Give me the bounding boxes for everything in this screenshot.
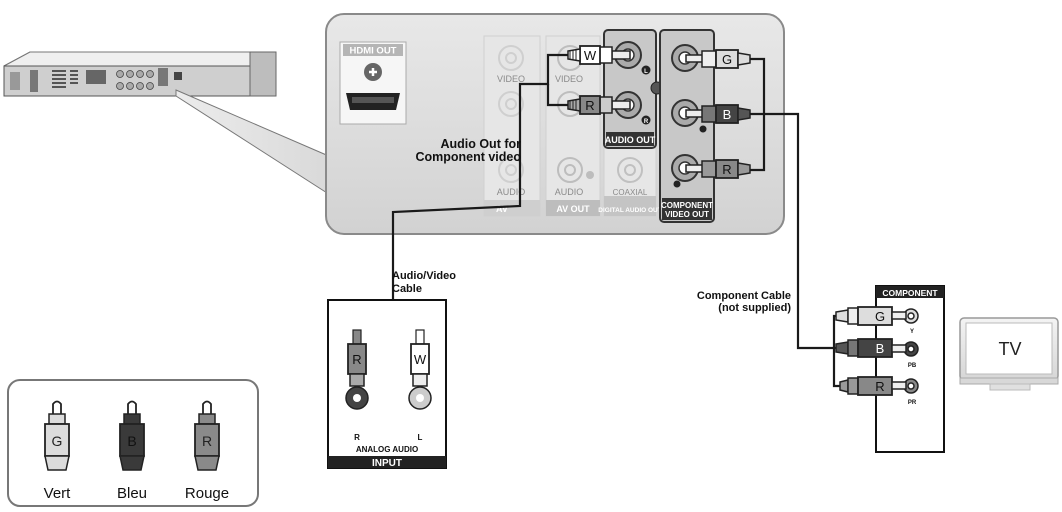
audio-out-plugs: W R: [567, 45, 631, 115]
label-av-cable-1: Audio/Video: [392, 270, 456, 282]
component-out-label-1: COMPONENT: [661, 201, 713, 210]
legend-item-bleu: B Bleu: [117, 400, 147, 502]
component-in-plugs: G B R: [835, 306, 907, 396]
component-out-plugs: G B R: [685, 49, 751, 179]
digital-audio-out-label: DIGITAL AUDIO OUT: [598, 207, 661, 214]
plug-label-r: R: [585, 98, 594, 113]
input-panel: INPUT ANALOG AUDIO R L R W: [327, 299, 447, 469]
jack-pb-label: PB: [908, 363, 917, 369]
jack-y-label: Y: [910, 329, 914, 335]
label-component-cable-2: (not supplied): [718, 302, 791, 314]
av-out-label: AV OUT: [556, 204, 590, 214]
jack-label-video: VIDEO: [497, 74, 525, 84]
input-r-label: R: [354, 433, 360, 442]
tv-plug-r: R: [875, 379, 884, 394]
plug-label-r-2: R: [722, 162, 731, 177]
av-out-label-faded: AV: [496, 204, 508, 214]
input-plug-r: R: [352, 352, 361, 367]
label-av-cable-2: Cable: [392, 283, 422, 295]
component-panel-title: COMPONENT: [882, 288, 938, 298]
tv-plug-b: B: [876, 341, 885, 356]
plug-label-w: W: [584, 48, 597, 63]
legend-item-rouge: R Rouge: [185, 400, 229, 502]
legend-items: G Vert B Bleu R Rouge: [44, 400, 229, 502]
input-plug-w: W: [414, 352, 427, 367]
tv-plug-g: G: [875, 309, 885, 324]
rear-panel: HDMI OUT VIDEO AUDIO AV VIDEO AUDIO AV O…: [325, 13, 785, 235]
jack-label-audio: AUDIO: [497, 187, 526, 197]
legend-item-vert: G Vert: [44, 400, 72, 502]
legend-letter: R: [202, 433, 212, 449]
component-video-out-group: COMPONENT VIDEO OUT: [659, 29, 715, 223]
label-component-video: Component video: [415, 150, 521, 164]
analog-audio-label: ANALOG AUDIO: [356, 445, 418, 454]
legend-name: Bleu: [117, 485, 147, 502]
plug-label-g: G: [722, 52, 732, 67]
label-audio-out-for: Audio Out for: [440, 137, 521, 151]
coaxial-label: COAXIAL: [613, 188, 648, 197]
legend-name: Rouge: [185, 485, 229, 502]
hdmi-out-label: HDMI OUT: [350, 46, 397, 57]
legend-name: Vert: [44, 485, 72, 502]
jack-label-video-2: VIDEO: [555, 74, 583, 84]
audio-out-label: AUDIO OUT: [605, 135, 656, 145]
legend-letter: G: [52, 433, 63, 449]
tv-label: TV: [998, 339, 1021, 359]
legend-letter: B: [127, 433, 136, 449]
zoom-callout: [175, 89, 339, 201]
input-l-label: L: [418, 433, 423, 442]
plug-label-b: B: [723, 107, 732, 122]
input-panel-title: INPUT: [372, 458, 402, 469]
audio-r-marker: R: [644, 119, 649, 125]
component-out-label-2: VIDEO OUT: [665, 210, 709, 219]
hdmi-out-port: HDMI OUT: [339, 41, 407, 125]
jack-pr-label: PR: [908, 400, 917, 406]
jack-label-audio-2: AUDIO: [555, 187, 584, 197]
label-component-cable-1: Component Cable: [697, 290, 791, 302]
tv-set: TV: [959, 317, 1059, 391]
audio-l-marker: L: [644, 69, 648, 75]
dvd-player: [3, 51, 277, 97]
